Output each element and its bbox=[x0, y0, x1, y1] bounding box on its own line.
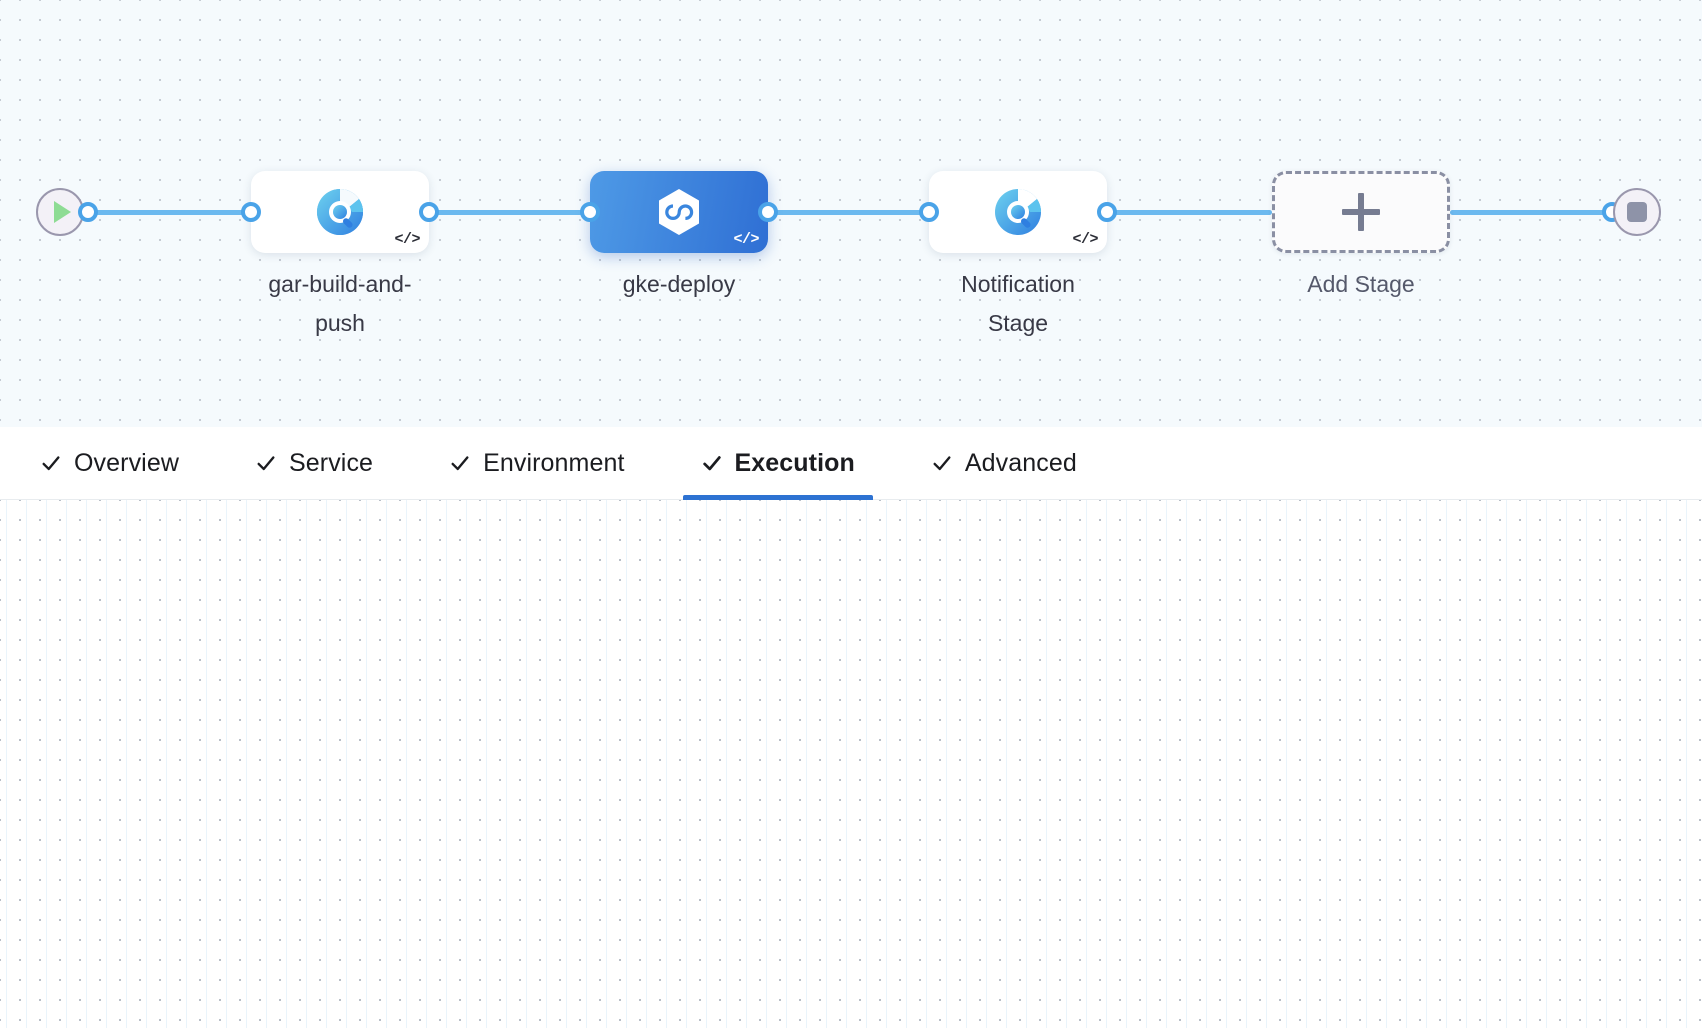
add-stage-label: Add Stage bbox=[1307, 271, 1415, 297]
tab-environment[interactable]: Environment bbox=[431, 427, 642, 499]
port-notification-in[interactable] bbox=[919, 202, 939, 222]
check-icon bbox=[42, 456, 60, 471]
stage-node-gke-deploy[interactable]: </> bbox=[590, 171, 768, 253]
port-deploy-in[interactable] bbox=[580, 202, 600, 222]
edge-build-to-deploy bbox=[427, 210, 599, 215]
code-badge: </> bbox=[394, 231, 420, 248]
port-deploy-out[interactable] bbox=[758, 202, 778, 222]
tab-advanced[interactable]: Advanced bbox=[913, 427, 1095, 499]
tab-label: Environment bbox=[483, 448, 625, 477]
check-icon bbox=[451, 456, 469, 471]
harness-ci-build-icon bbox=[316, 188, 364, 235]
tab-label: Service bbox=[289, 448, 374, 477]
code-badge: </> bbox=[733, 231, 759, 248]
edge-start-to-build bbox=[88, 210, 260, 215]
tab-service[interactable]: Service bbox=[237, 427, 391, 499]
edge-deploy-to-notification bbox=[766, 210, 938, 215]
stage-config-tabbar: Overview Service Environment Execution bbox=[0, 427, 1702, 500]
code-badge: </> bbox=[1072, 231, 1098, 248]
add-stage-button[interactable] bbox=[1272, 171, 1450, 253]
edge-add-to-end bbox=[1450, 210, 1610, 215]
port-notification-out[interactable] bbox=[1097, 202, 1117, 222]
stage-label-gke-deploy: gke-deploy bbox=[622, 271, 736, 297]
tab-label: Advanced bbox=[964, 448, 1077, 477]
port-build-in[interactable] bbox=[241, 202, 261, 222]
stage-label-notification-stage: Notification Stage bbox=[961, 271, 1075, 336]
harness-cd-deploy-icon bbox=[659, 189, 699, 235]
harness-ci-build-icon bbox=[995, 188, 1041, 235]
stages-canvas[interactable]: </> </> bbox=[0, 0, 1702, 427]
tab-overview[interactable]: Overview bbox=[22, 427, 197, 499]
stages-start-node[interactable] bbox=[36, 188, 84, 236]
play-icon bbox=[54, 201, 71, 223]
stop-icon bbox=[1627, 202, 1647, 222]
stage-label-gar-build-and-push: gar-build-and- push bbox=[268, 271, 412, 336]
stages-end-node[interactable] bbox=[1613, 188, 1661, 236]
tab-label: Overview bbox=[74, 448, 179, 477]
execution-steps-canvas[interactable]: </> HarnessApprov al Rollout Deployment … bbox=[0, 500, 1702, 1028]
edge-notification-to-add bbox=[1105, 210, 1272, 215]
stage-node-gar-build-and-push[interactable]: </> bbox=[251, 171, 429, 253]
port-build-out[interactable] bbox=[419, 202, 439, 222]
stage-node-notification-stage[interactable]: </> bbox=[929, 171, 1107, 253]
check-icon bbox=[933, 456, 951, 471]
check-icon bbox=[257, 456, 275, 471]
port-start-out[interactable] bbox=[78, 202, 98, 222]
check-icon bbox=[702, 456, 721, 471]
tab-label: Execution bbox=[734, 448, 855, 477]
plus-icon bbox=[1342, 193, 1380, 231]
tab-execution[interactable]: Execution bbox=[682, 427, 874, 500]
